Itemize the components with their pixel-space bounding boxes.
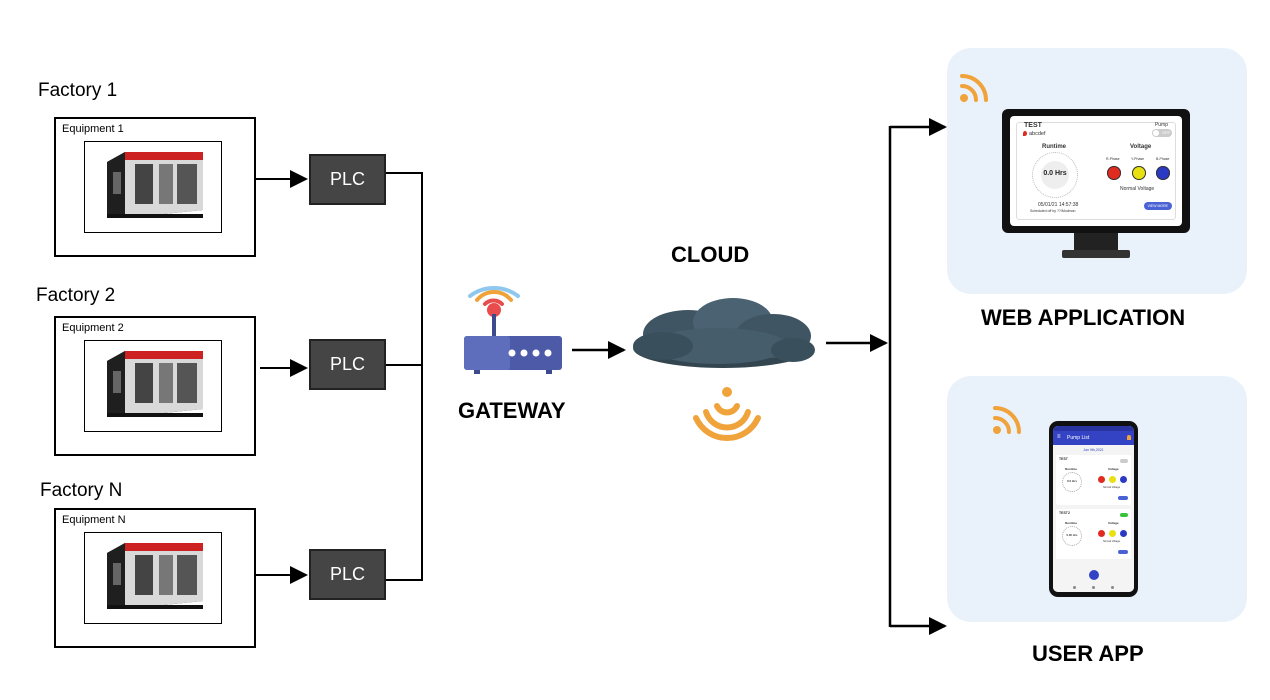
card2-runtime-title: Runtime [1065, 521, 1077, 525]
card1-name: TEST [1059, 457, 1068, 461]
card1-view-button[interactable] [1118, 496, 1128, 500]
card2-voltage-title: Voltage [1108, 521, 1119, 525]
card1-voltage-title: Voltage [1108, 467, 1119, 471]
device-id: abcdef [1029, 131, 1046, 137]
card2-toggle[interactable] [1120, 513, 1128, 517]
wifi-signal-icon [693, 387, 761, 441]
factory-1-label: Factory 1 [38, 80, 118, 101]
add-button[interactable] [1089, 570, 1099, 580]
red-phase-dot [1098, 530, 1105, 537]
toggle-label: Pump [1154, 122, 1168, 128]
router-icon [464, 286, 562, 374]
yellow-phase-dot [1109, 530, 1116, 537]
web-application-label: WEB APPLICATION [981, 305, 1186, 330]
machine-image [84, 532, 222, 624]
blue-phase-dot [1120, 530, 1127, 537]
equipment-1-box: Equipment 1 [54, 117, 256, 257]
view-more-button[interactable]: VIEW MORE [1143, 202, 1172, 210]
phone-device: ≡ Pump List Jan 9th,2021 TEST Runtime 0.… [1049, 421, 1138, 597]
web-app-screen: TEST abcdef Pump OFF Runtime 0.0 Hrs Vol… [1010, 116, 1182, 226]
yellow-phase-dot [1109, 476, 1116, 483]
factory-2-label: Factory 2 [36, 285, 116, 306]
b-phase-indicator [1156, 166, 1170, 180]
card2-voltage-status: Normal Voltage [1103, 540, 1121, 543]
card2-runtime: 0.00 Hrs [1066, 533, 1078, 537]
card1-toggle[interactable] [1120, 459, 1128, 463]
plc-box-n: PLC [309, 549, 386, 600]
runtime-gauge: 0.0 Hrs [1032, 152, 1078, 198]
r-phase-indicator [1107, 166, 1121, 180]
card1-runtime-title: Runtime [1065, 467, 1077, 471]
location-icon [1023, 131, 1027, 136]
timestamp: 05/01/21 14:57:38 [1038, 202, 1079, 208]
factory-n-label: Factory N [40, 480, 123, 501]
nav-recent-icon[interactable] [1111, 586, 1114, 589]
nav-home-icon[interactable] [1092, 586, 1095, 589]
card2-name: TEST2 [1059, 511, 1070, 515]
runtime-title: Runtime [1042, 144, 1066, 150]
cloud-label: CLOUD [671, 242, 750, 267]
wifi-icon [960, 74, 988, 102]
card2-gauge: 0.00 Hrs [1062, 526, 1082, 546]
equipment-n-label: Equipment N [62, 514, 126, 526]
pump-toggle[interactable]: OFF [1152, 129, 1172, 137]
user-app-label: USER APP [1032, 641, 1144, 666]
card2-view-button[interactable] [1118, 550, 1128, 554]
card1-gauge: 0.0 Hrs [1062, 472, 1082, 492]
nav-bar [1053, 584, 1134, 592]
voltage-status: Normal Voltage [1120, 186, 1155, 192]
blue-phase-dot [1120, 476, 1127, 483]
phase-label-y: Y-Phase [1131, 157, 1145, 161]
card1-voltage-status: Normal Voltage [1103, 486, 1121, 489]
bell-icon[interactable] [1127, 435, 1131, 440]
runtime-value: 0.0 Hrs [1043, 170, 1067, 177]
user-app-screen: ≡ Pump List Jan 9th,2021 TEST Runtime 0.… [1053, 426, 1134, 592]
plc-box-1: PLC [309, 154, 386, 205]
pump-card-2[interactable]: TEST2 Runtime 0.00 Hrs Voltage Normal Vo… [1056, 509, 1131, 559]
equipment-n-box: Equipment N [54, 508, 256, 648]
plc-box-2: PLC [309, 339, 386, 390]
app-header: ≡ Pump List [1053, 431, 1134, 445]
menu-icon[interactable]: ≡ [1057, 434, 1061, 440]
equipment-1-label: Equipment 1 [62, 123, 124, 135]
phase-label-r: R-Phase [1106, 157, 1120, 161]
card1-runtime: 0.0 Hrs [1066, 479, 1077, 483]
machine-image [84, 340, 222, 432]
monitor-device: TEST abcdef Pump OFF Runtime 0.0 Hrs Vol… [1002, 109, 1190, 259]
app-header-title: Pump List [1067, 435, 1090, 441]
footer-note: Scheduled off by ??/Modmon [1030, 209, 1076, 213]
cloud-icon [633, 298, 815, 368]
phase-label-b: B-Phase [1156, 157, 1170, 161]
equipment-2-label: Equipment 2 [62, 322, 124, 334]
date-label: Jan 9th,2021 [1083, 448, 1104, 452]
device-name: TEST [1024, 122, 1042, 129]
gateway-label: GATEWAY [458, 398, 566, 423]
red-phase-dot [1098, 476, 1105, 483]
machine-image [84, 141, 222, 233]
y-phase-indicator [1132, 166, 1146, 180]
voltage-title: Voltage [1130, 144, 1152, 150]
equipment-2-box: Equipment 2 [54, 316, 256, 456]
pump-card-1[interactable]: TEST Runtime 0.0 Hrs Voltage Normal Volt… [1056, 455, 1131, 505]
wifi-icon [993, 406, 1021, 434]
bus-line [386, 172, 423, 581]
nav-back-icon[interactable] [1073, 586, 1076, 589]
